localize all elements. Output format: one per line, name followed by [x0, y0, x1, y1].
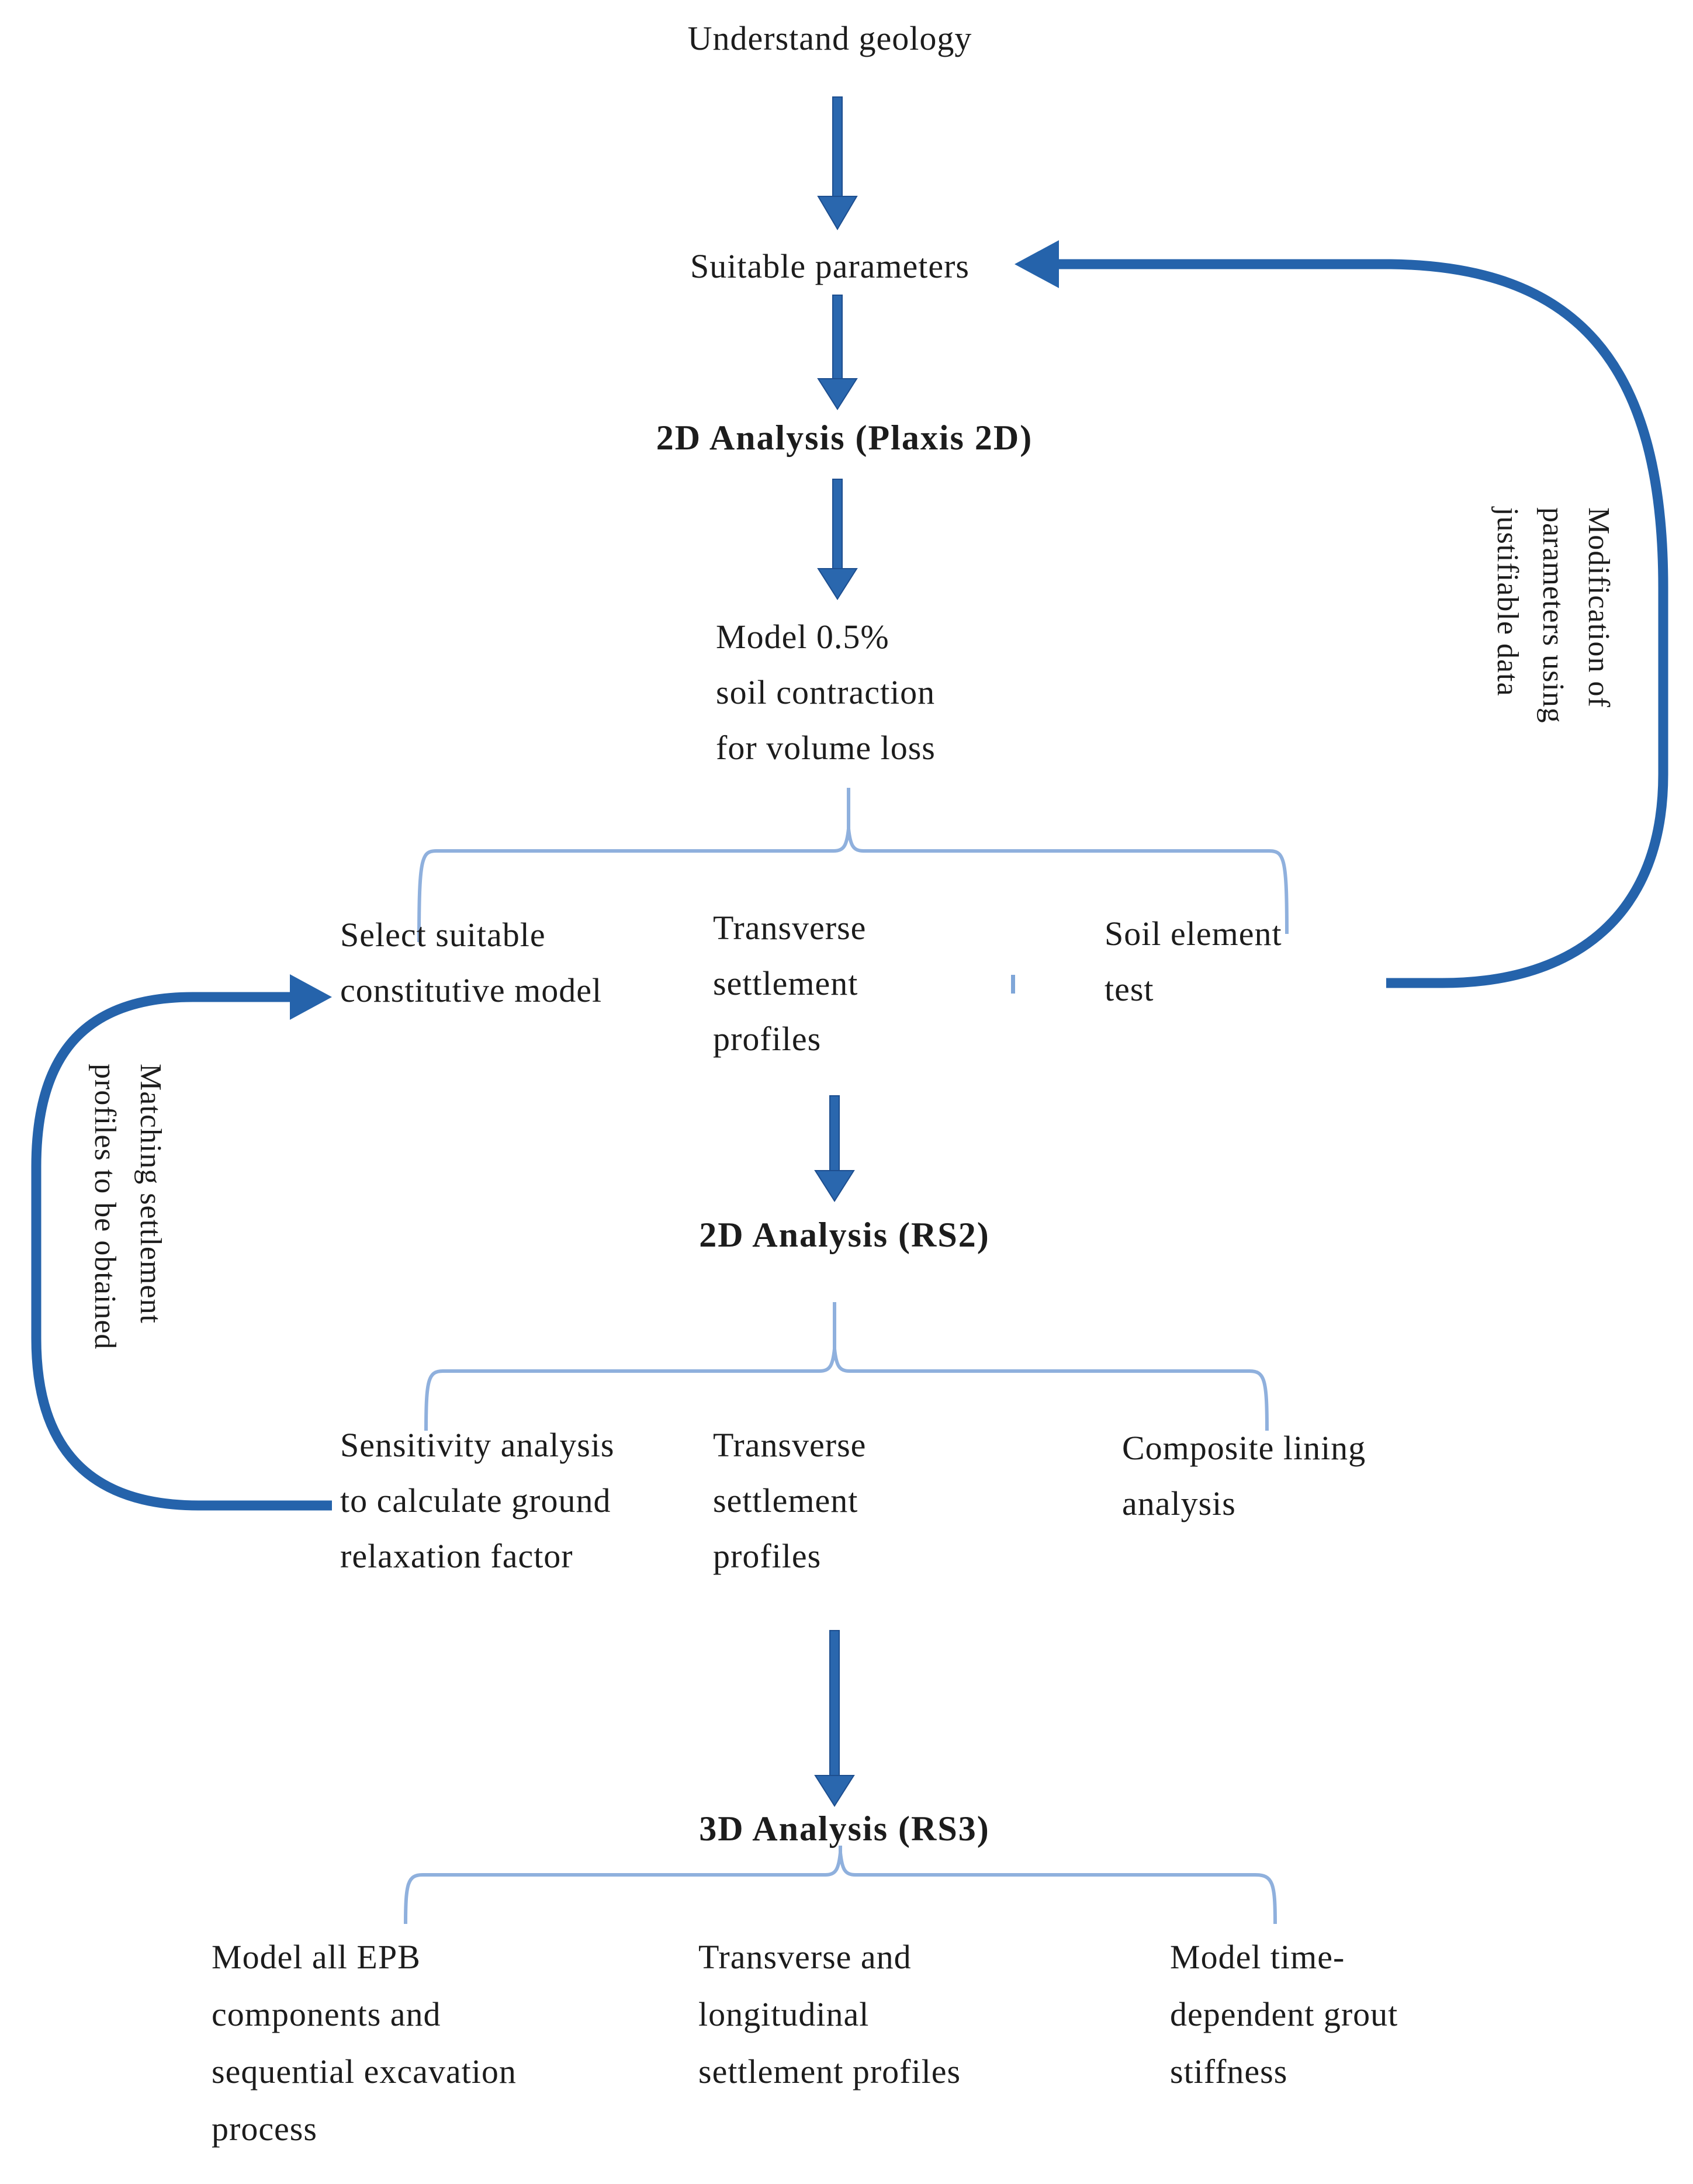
- loop-right-modification: [1015, 240, 1668, 988]
- node-2d-analysis-rs2: 2D Analysis (RS2): [699, 1216, 990, 1254]
- node-understand-geology: Understand geology: [687, 19, 972, 57]
- arrow-down-parameters-to-plaxis: [817, 295, 858, 410]
- node-suitable-parameters: Suitable parameters: [690, 247, 970, 285]
- arrow-down-plaxis-to-model: [817, 479, 858, 600]
- node-transverse-profiles-rs2: Transverse settlement profiles: [713, 1426, 867, 1575]
- arrow-down-geology-to-parameters: [817, 96, 858, 230]
- node-composite-lining-analysis: Composite lining analysis: [1122, 1429, 1366, 1522]
- node-time-dependent-grout: Model time- dependent grout stiffness: [1170, 1938, 1398, 2090]
- node-soil-element-test: Soil element test: [1105, 915, 1282, 1008]
- label-left-loop-matching: Matching settlement profiles to be obtai…: [88, 1064, 167, 1350]
- label-right-loop-modification: Modification of parameters using justifi…: [1491, 507, 1615, 724]
- node-select-constitutive-model: Select suitable constitutive model: [340, 916, 603, 1009]
- node-sensitivity-analysis: Sensitivity analysis to calculate ground…: [340, 1426, 615, 1575]
- loop-left-arrowhead: [290, 974, 332, 1020]
- node-3d-analysis-rs3: 3D Analysis (RS3): [699, 1809, 990, 1848]
- node-transverse-longitudinal-profiles: Transverse and longitudinal settlement p…: [698, 1938, 961, 2090]
- arrow-down-profiles-to-rs3: [814, 1630, 855, 1807]
- brace-plaxis-outputs: [417, 788, 1289, 943]
- loop-right-arrowhead: [1015, 240, 1059, 288]
- stray-tick-mark: [1011, 975, 1015, 994]
- arrow-down-profiles-to-rs2: [814, 1095, 855, 1202]
- loop-left-matching: [31, 974, 332, 1511]
- node-model-soil-contraction: Model 0.5% soil contraction for volume l…: [716, 618, 936, 767]
- node-transverse-profiles-plaxis: Transverse settlement profiles: [713, 909, 867, 1058]
- node-model-epb-components: Model all EPB components and sequential …: [212, 1938, 517, 2148]
- brace-rs2-outputs: [424, 1302, 1269, 1431]
- brace-rs3-outputs: [404, 1846, 1277, 1925]
- node-2d-analysis-plaxis: 2D Analysis (Plaxis 2D): [656, 418, 1033, 457]
